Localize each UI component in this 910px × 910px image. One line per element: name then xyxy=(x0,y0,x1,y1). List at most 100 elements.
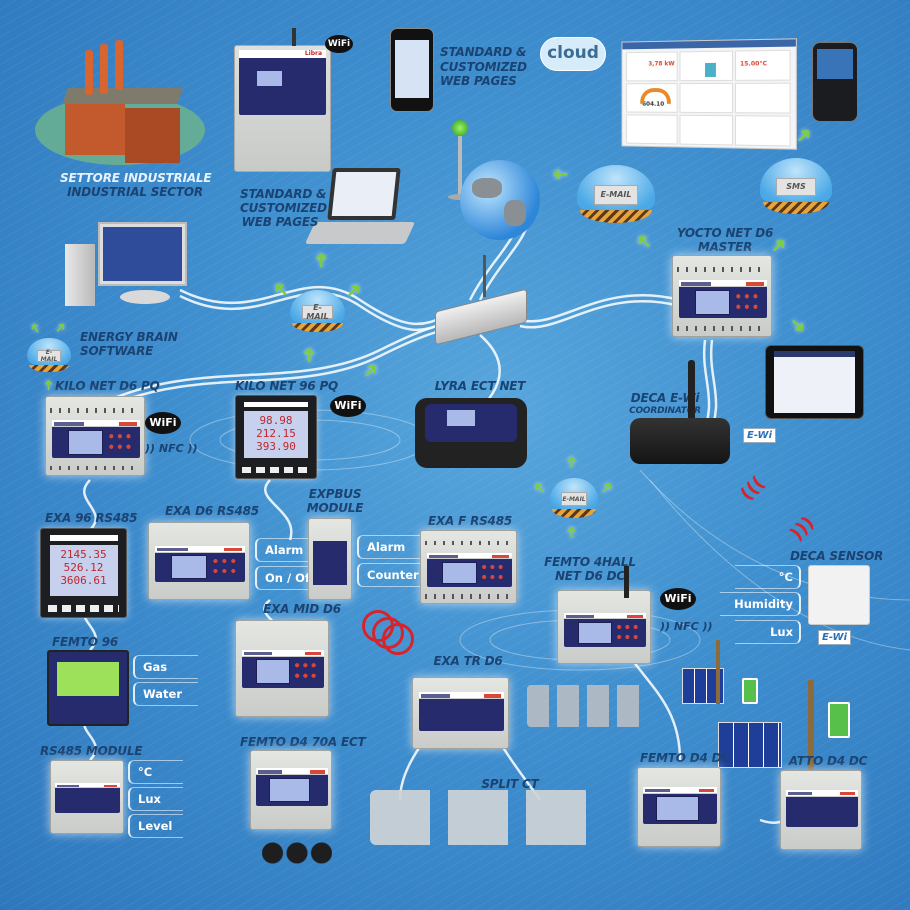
energy-brain-computer xyxy=(65,220,187,315)
libra-brand: Libra xyxy=(304,50,322,57)
femto-4hall-device xyxy=(557,566,651,664)
battery-icon xyxy=(828,702,850,738)
exa-96-reading-3: 3606.61 xyxy=(60,573,107,587)
femto-d4-70a-label: FEMTO D4 70A ECT xyxy=(240,735,366,749)
arrow-icon: ➜ xyxy=(561,455,581,469)
antenna-icon xyxy=(624,566,629,598)
femto-d4-dc-label: FEMTO D4 DC xyxy=(640,751,730,765)
kilo-net-96-label: KILO NET 96 PQ xyxy=(235,379,339,393)
dashboard-temperature-value: 15.00°C xyxy=(740,60,768,68)
web-pages-laptop-line1: STANDARD & xyxy=(240,187,327,201)
email-cloud-left: E-MAIL xyxy=(27,338,71,372)
exa-96-reading-1: 2145.35 xyxy=(60,547,107,561)
arrow-icon: ➜ xyxy=(561,525,581,539)
atto-d4-dc-device xyxy=(780,770,862,850)
femto-96-device xyxy=(47,650,129,726)
kilo-net-d6-label: KILO NET D6 PQ xyxy=(55,379,160,393)
kilo-96-reading-1: 98.98 xyxy=(259,413,293,427)
exa-f-device xyxy=(420,530,517,604)
email-cloud-top: E-MAIL xyxy=(577,165,655,223)
rs485-module-device xyxy=(50,760,124,834)
arrow-icon: ➜ xyxy=(552,163,569,187)
exa-tr-d6-device xyxy=(412,677,509,749)
rs485-module-label: RS485 MODULE xyxy=(40,744,143,758)
sms-cloud: SMS xyxy=(760,158,832,214)
atto-d4-dc-label: ATTO D4 DC xyxy=(788,754,868,768)
email-cloud-top-label: E-MAIL xyxy=(594,185,638,205)
energy-brain-label-line2: SOFTWARE xyxy=(80,344,154,358)
exa-96-label: EXA 96 RS485 xyxy=(45,511,138,525)
wind-turbine-icon xyxy=(716,640,720,704)
rs485-tag-lux: Lux xyxy=(128,787,183,811)
exa-96-reading-2: 526.12 xyxy=(63,560,104,574)
deca-sensor-label: DECA SENSOR xyxy=(790,549,884,563)
email-cloud-lyra-label: E-MAIL xyxy=(560,492,588,506)
deca-sensor-tag-humidity: Humidity xyxy=(720,592,801,616)
web-pages-phone-line1: STANDARD & xyxy=(440,45,527,59)
sms-cloud-label: SMS xyxy=(775,177,817,197)
deca-coordinator-ewi-badge: E-Wi xyxy=(743,428,776,443)
yocto-net-d6-device xyxy=(672,255,772,337)
current-transformers-icon xyxy=(262,838,332,868)
kilo-net-96-wifi-badge: WiFi xyxy=(330,395,366,417)
deca-sensor-device xyxy=(808,565,870,625)
expbus-label-line1: EXPBUS xyxy=(308,487,362,501)
energy-brain-label-line1: ENERGY BRAIN xyxy=(80,330,178,344)
split-ct-sensors-icon xyxy=(370,790,590,845)
hall-sensors-icon xyxy=(527,685,647,727)
lyra-ect-net-label: LYRA ECT NET xyxy=(434,379,526,393)
exa-mid-d6-label: EXA MID D6 xyxy=(263,602,341,616)
rs485-tag-level: Level xyxy=(128,814,183,838)
deca-coordinator-label-line2: COORDINATOR xyxy=(629,406,701,416)
yocto-net-label-line2: MASTER xyxy=(697,240,753,254)
kilo-96-reading-3: 393.90 xyxy=(256,439,296,453)
factory-icon xyxy=(35,40,205,165)
antenna-icon xyxy=(292,28,296,46)
web-pages-laptop-line3: WEB PAGES xyxy=(241,215,319,229)
network-router-device xyxy=(435,255,527,346)
femto-4hall-label-line2: NET D6 DC xyxy=(554,569,626,583)
exa-d6-label: EXA D6 RS485 xyxy=(165,504,259,518)
mobile-phone-device xyxy=(812,42,858,122)
dashboard-power-tile: 3,78 kW xyxy=(626,51,678,82)
exa-f-label: EXA F RS485 xyxy=(427,514,513,528)
tablet-device xyxy=(765,345,864,419)
femto-96-label: FEMTO 96 xyxy=(52,635,118,649)
smartphone-device xyxy=(390,28,434,112)
libra-panel-device: Libra xyxy=(234,28,331,172)
deca-coordinator-label-line1: DECA E-Wi xyxy=(630,391,700,405)
split-ct-label: SPLIT CT xyxy=(481,777,539,791)
expbus-module-device xyxy=(308,518,352,600)
arrow-icon: ➜ xyxy=(296,346,321,364)
kilo-net-d6-device xyxy=(45,396,145,476)
cloud-service-icon: cloud xyxy=(540,37,606,71)
rogowski-coil-icon xyxy=(362,605,414,655)
femto-96-tag-water: Water xyxy=(133,682,198,706)
expbus-label-line2: MODULE xyxy=(306,501,364,515)
kilo-net-96-device: 98.98 212.15 393.90 xyxy=(235,395,317,479)
yocto-net-label-line1: YOCTO NET D6 xyxy=(676,226,774,240)
email-cloud-middle: E-MAIL xyxy=(290,290,345,332)
femto-4hall-wifi-badge: WiFi xyxy=(660,588,696,610)
cloud-dashboard-screen: 3,78 kW 15.00°C 604.10 xyxy=(621,38,797,150)
web-pages-phone-line3: WEB PAGES xyxy=(440,74,517,88)
expbus-tag-alarm: Alarm xyxy=(357,535,431,559)
deca-sensor-ewi-badge: E-Wi xyxy=(818,630,851,645)
internet-globe-icon xyxy=(460,160,540,240)
kilo-96-reading-2: 212.15 xyxy=(256,426,296,440)
solar-panel-icon xyxy=(718,722,782,768)
lyra-ect-net-device xyxy=(415,398,527,468)
dashboard-gauge-tile: 604.10 xyxy=(626,83,678,113)
cloud-label: cloud xyxy=(547,43,599,63)
libra-wifi-badge: WiFi xyxy=(325,35,353,53)
expbus-tag-counter: Counter xyxy=(357,563,431,587)
femto-d4-70a-device xyxy=(250,750,332,830)
industrial-sector-label-en: INDUSTRIAL SECTOR xyxy=(67,185,203,199)
wind-turbine-icon xyxy=(808,680,814,770)
exa-tr-d6-label: EXA TR D6 xyxy=(433,654,503,668)
kilo-net-d6-nfc-badge: )) NFC )) xyxy=(145,442,198,455)
email-cloud-middle-label: E-MAIL xyxy=(302,303,333,321)
exa-mid-d6-device xyxy=(235,620,329,717)
nfc-label: NFC xyxy=(673,620,699,633)
